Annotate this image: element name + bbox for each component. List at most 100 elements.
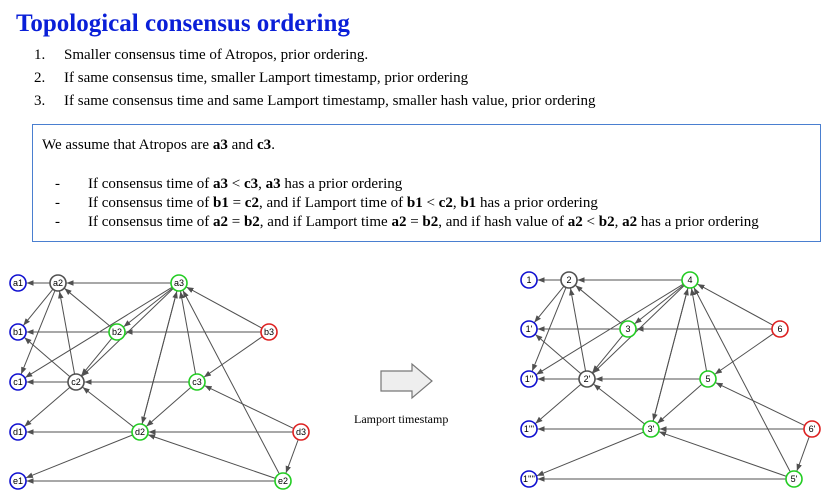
- node-label: a3: [174, 278, 184, 288]
- edge-c3-to-a3: [690, 288, 708, 372]
- assumption-item: -If consensus time of a2 = b2, and if La…: [55, 213, 759, 232]
- dash-bullet: -: [55, 195, 60, 211]
- node-left-e1: [9, 472, 27, 490]
- intro-text: .: [271, 137, 275, 153]
- node-right-e2: [785, 470, 803, 488]
- node-right-c2: [578, 370, 596, 388]
- rule-text: If same consensus time and same Lamport …: [64, 93, 596, 109]
- node-label: b3: [264, 327, 274, 337]
- node-label: 6': [809, 424, 816, 434]
- item-bold: b1: [212, 195, 229, 211]
- rule-item: 2. If same consensus time, smaller Lampor…: [34, 67, 596, 90]
- node-label: 1'': [525, 374, 534, 384]
- item-bold: a2: [622, 214, 638, 230]
- node-label: b1: [13, 327, 23, 337]
- node-right-e1: [520, 470, 538, 488]
- node-left-a2: [49, 274, 67, 292]
- item-bold: b2: [243, 214, 260, 230]
- node-left-a1: [9, 274, 27, 292]
- intro-text: and: [227, 137, 258, 153]
- edge-a3-to-b2: [123, 287, 174, 328]
- node-left-e2: [274, 472, 292, 490]
- edge-a2-to-b1: [533, 285, 565, 323]
- node-label: 3: [625, 324, 630, 334]
- transform-arrow-icon: [380, 362, 433, 400]
- edge-a3-to-b2: [634, 284, 685, 325]
- edge-b2-to-c2: [592, 334, 624, 373]
- assumption-intro: We assume that Atropos are a3 and c3.: [42, 137, 275, 154]
- edge-c2-to-a2: [58, 291, 76, 375]
- node-label: 5': [791, 474, 798, 484]
- node-right-b3: [771, 320, 789, 338]
- node-label: e2: [278, 476, 288, 486]
- item-bold: b2: [422, 214, 439, 230]
- rule-text: Smaller consensus time of Atropos, prior…: [64, 47, 369, 63]
- assumption-item: -If consensus time of b1 = c2, and if La…: [55, 194, 759, 213]
- rule-number: 2.: [34, 70, 46, 86]
- rule-text: If same consensus time, smaller Lamport …: [64, 70, 469, 86]
- assumption-box: We assume that Atropos are a3 and c3. -I…: [32, 124, 821, 242]
- edge-b3-to-c3: [203, 336, 263, 378]
- item-text: <: [227, 176, 244, 192]
- node-right-d3: [803, 420, 821, 438]
- item-bold: b1: [460, 195, 477, 211]
- item-bold: a2: [391, 214, 407, 230]
- edge-d2-to-e1: [536, 431, 644, 477]
- node-label: 6: [777, 324, 782, 334]
- node-label: 2': [584, 374, 591, 384]
- item-bold: b1: [406, 195, 423, 211]
- rule-item: 3. If same consensus time and same Lampor…: [34, 90, 596, 113]
- item-bold: c3: [243, 176, 259, 192]
- item-text: has a prior ordering: [280, 176, 403, 192]
- edge-b3-to-c3: [714, 333, 774, 375]
- node-label: 3': [648, 424, 655, 434]
- node-label: d1: [13, 427, 23, 437]
- node-left-b1: [9, 323, 27, 341]
- rule-number: 3.: [34, 93, 46, 109]
- node-right-b1: [520, 320, 538, 338]
- edge-d2-to-c2: [82, 386, 135, 428]
- node-label: 5: [705, 374, 710, 384]
- intro-atropos-a3: a3: [212, 137, 228, 153]
- edge-b3-to-a3: [697, 283, 774, 326]
- node-label: c1: [13, 377, 23, 387]
- node-label: 1'''': [523, 474, 535, 484]
- node-label: c2: [71, 377, 81, 387]
- node-left-a3: [170, 274, 188, 292]
- item-text: has a prior ordering: [637, 214, 759, 230]
- edge-c2-to-a2: [569, 288, 587, 372]
- item-text: If consensus time of: [88, 214, 213, 230]
- node-label: 4: [687, 275, 692, 285]
- edge-d2-to-a3: [141, 291, 178, 425]
- dash-bullet: -: [55, 214, 60, 230]
- intro-text: We assume that Atropos are: [42, 137, 213, 153]
- node-label: 2: [566, 275, 571, 285]
- item-text: <: [582, 214, 599, 230]
- edge-b2-to-c2: [81, 337, 113, 376]
- item-bold: a2: [212, 214, 228, 230]
- item-text: =: [228, 195, 245, 211]
- node-left-b3: [260, 323, 278, 341]
- ordering-rules-list: 1.Smaller consensus time of Atropos, pri…: [34, 44, 596, 113]
- item-text: =: [406, 214, 423, 230]
- node-left-c3: [188, 373, 206, 391]
- node-label: a1: [13, 278, 23, 288]
- edge-d3-to-c3: [204, 385, 295, 429]
- edge-c2-to-b1: [24, 337, 71, 378]
- item-text: , and if hash value of: [438, 214, 568, 230]
- node-label: d3: [296, 427, 306, 437]
- node-label: 1': [526, 324, 533, 334]
- node-left-c2: [67, 373, 85, 391]
- edge-e2-to-a3: [693, 287, 791, 473]
- assumption-item: -If consensus time of a3 < c3, a3 has a …: [55, 175, 759, 194]
- edge-d3-to-e2: [796, 436, 810, 472]
- edge-d3-to-c3: [715, 382, 806, 426]
- node-left-b2: [108, 323, 126, 341]
- edge-e2-to-a3: [182, 290, 280, 475]
- edge-a2-to-b1: [22, 288, 54, 326]
- node-label: e1: [13, 476, 23, 486]
- page-title: Topological consensus ordering: [16, 10, 350, 37]
